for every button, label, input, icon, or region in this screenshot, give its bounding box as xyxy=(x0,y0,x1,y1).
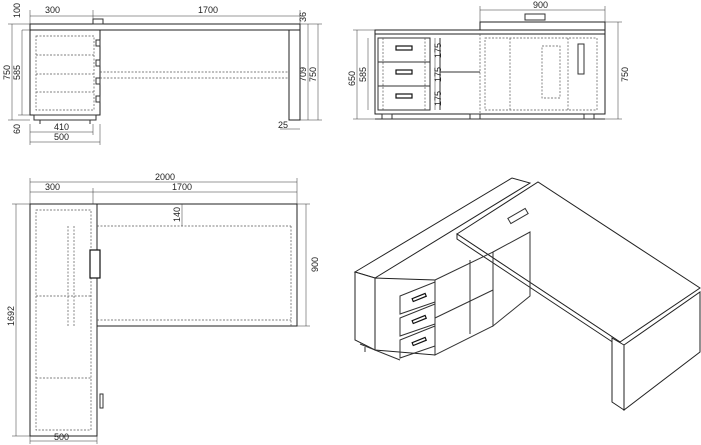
front-dim-750-right: 750 xyxy=(308,67,318,82)
side-dim-650: 650 xyxy=(347,71,357,86)
front-dim-60: 60 xyxy=(12,124,22,134)
plan-dim-140: 140 xyxy=(172,207,182,222)
front-dim-25: 25 xyxy=(278,120,288,130)
plan-dim-300: 300 xyxy=(45,182,60,192)
isometric-view xyxy=(353,177,701,412)
side-dim-175-a: 175 xyxy=(433,43,443,58)
front-dim-750-left: 750 xyxy=(2,65,12,80)
side-dim-175-b: 175 xyxy=(433,67,443,82)
front-dim-709: 709 xyxy=(298,67,308,82)
side-dim-585: 585 xyxy=(358,67,368,82)
plan-dim-500: 500 xyxy=(54,432,69,442)
side-dim-175-c: 175 xyxy=(433,91,443,106)
front-dim-410: 410 xyxy=(54,122,69,132)
front-dim-100: 100 xyxy=(12,3,22,18)
side-view: 900 650 58 xyxy=(347,0,630,120)
front-dim-500: 500 xyxy=(54,132,69,142)
side-dim-750: 750 xyxy=(620,67,630,82)
plan-view: 2000 300 1700 140 900 1692 500 xyxy=(6,172,320,444)
front-view: 300 1700 100 750 585 60 xyxy=(2,3,322,145)
side-dim-900: 900 xyxy=(533,0,548,10)
front-dim-585-left: 585 xyxy=(12,65,22,80)
front-dim-1700: 1700 xyxy=(198,5,218,15)
plan-dim-1692: 1692 xyxy=(6,306,16,326)
plan-dim-2000: 2000 xyxy=(155,172,175,182)
plan-dim-900: 900 xyxy=(310,257,320,272)
plan-dim-1700: 1700 xyxy=(172,182,192,192)
front-dim-300: 300 xyxy=(45,5,60,15)
front-dim-36: 36 xyxy=(298,12,308,22)
